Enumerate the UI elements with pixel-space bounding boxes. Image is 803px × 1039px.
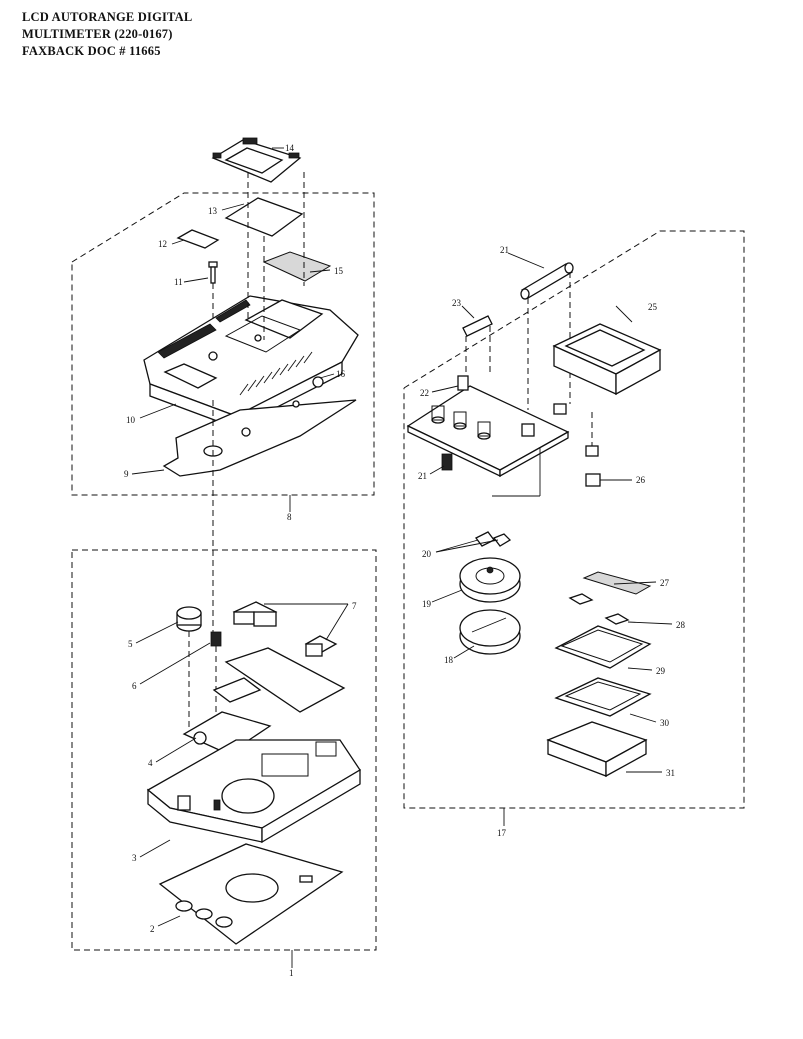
part-23-fuse-clip bbox=[462, 315, 493, 380]
callout-15: 15 bbox=[334, 266, 344, 276]
callout-27: 27 bbox=[660, 578, 670, 588]
callout-11: 11 bbox=[174, 277, 183, 287]
leader-lines bbox=[131, 147, 673, 968]
callout-25: 25 bbox=[648, 302, 658, 312]
callout-9: 9 bbox=[124, 469, 129, 479]
assembly-17-boundary bbox=[403, 230, 745, 809]
callout-21-bottom: 21 bbox=[418, 471, 427, 481]
part-7-jack-sockets bbox=[232, 601, 338, 657]
callout-12: 12 bbox=[158, 239, 167, 249]
callout-26: 26 bbox=[636, 475, 646, 485]
part-9-flex-panel bbox=[162, 399, 357, 477]
part-31-lcd-holder bbox=[546, 721, 648, 778]
part-26-connector bbox=[585, 412, 601, 487]
callout-20: 20 bbox=[422, 549, 432, 559]
callout-30: 30 bbox=[660, 718, 670, 728]
callout-31: 31 bbox=[666, 768, 675, 778]
part-12-strip bbox=[176, 229, 220, 249]
callout-2: 2 bbox=[150, 924, 155, 934]
callout-6: 6 bbox=[132, 681, 137, 691]
callout-18: 18 bbox=[444, 655, 454, 665]
callout-1: 1 bbox=[289, 968, 294, 978]
part-28-contacts bbox=[568, 593, 630, 625]
callout-28: 28 bbox=[676, 620, 686, 630]
part-30-lcd-frame bbox=[554, 677, 652, 717]
callout-4: 4 bbox=[148, 758, 153, 768]
callout-5: 5 bbox=[128, 639, 133, 649]
part-3-lower-case bbox=[146, 739, 361, 844]
part-22-pcb-board bbox=[406, 375, 570, 478]
part-4-main-pcb bbox=[182, 647, 346, 755]
part-24-spring bbox=[441, 453, 453, 471]
callout-10: 10 bbox=[126, 415, 136, 425]
callout-13: 13 bbox=[208, 206, 218, 216]
callout-7: 7 bbox=[352, 601, 357, 611]
callout-21-top: 21 bbox=[500, 245, 509, 255]
document-title-block: LCD AUTORANGE DIGITAL MULTIMETER (220-01… bbox=[22, 9, 192, 60]
vent-slots bbox=[239, 351, 313, 396]
part-27-zebra-strip bbox=[582, 571, 652, 595]
callout-8: 8 bbox=[287, 512, 292, 522]
part-29-lcd-display bbox=[554, 625, 652, 669]
title-line-3: FAXBACK DOC # 11665 bbox=[22, 44, 161, 58]
part-20-wipers bbox=[475, 531, 512, 547]
part-5-rotary-knob bbox=[176, 606, 202, 735]
callout-17: 17 bbox=[497, 828, 507, 838]
part-6-spring-contact bbox=[210, 631, 222, 720]
title-line-2: MULTIMETER (220-0167) bbox=[22, 27, 173, 41]
title-line-1: LCD AUTORANGE DIGITAL bbox=[22, 10, 193, 24]
callout-23: 23 bbox=[452, 298, 462, 308]
part-2-bottom-label bbox=[158, 843, 344, 945]
part-19-rotor bbox=[459, 557, 521, 603]
callout-16: 16 bbox=[336, 369, 346, 379]
part-10-upper-case bbox=[143, 295, 359, 429]
callout-3: 3 bbox=[132, 853, 137, 863]
part-14-battery-clip bbox=[211, 137, 302, 183]
part-15-display-pad bbox=[262, 251, 332, 282]
callout-14: 14 bbox=[285, 143, 295, 153]
callout-29: 29 bbox=[656, 666, 666, 676]
part-25-battery-holder bbox=[552, 323, 662, 396]
callout-22: 22 bbox=[420, 388, 429, 398]
assembly-8-boundary bbox=[71, 192, 375, 496]
callout-labels: 14 13 12 11 15 16 10 9 8 5 6 7 4 3 2 1 2… bbox=[124, 143, 686, 978]
assembly-1-boundary bbox=[71, 549, 377, 951]
part-13-lcd-window bbox=[224, 197, 304, 237]
callout-19: 19 bbox=[422, 599, 432, 609]
part-18-switch-base bbox=[459, 609, 521, 655]
part-21-fuse bbox=[520, 262, 574, 410]
